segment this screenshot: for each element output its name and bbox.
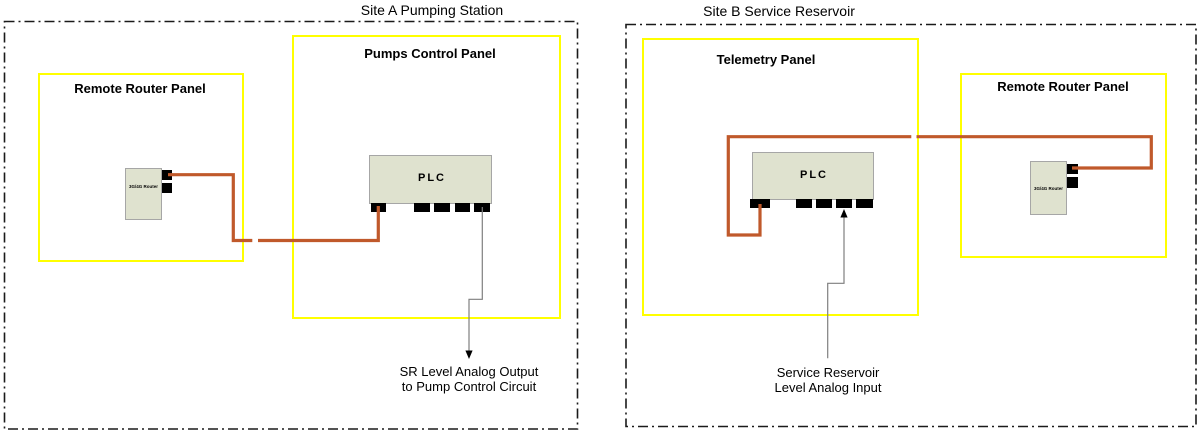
site-a-router-port-2: [161, 182, 172, 193]
site-b-router-panel-title: Remote Router Panel: [997, 79, 1129, 94]
site-b-plc-port-2: [795, 198, 812, 208]
site-a-pumps-panel-title: Pumps Control Panel: [364, 46, 496, 61]
site-a-plc-port-3: [434, 202, 450, 212]
site-b-plc-port-5: [856, 198, 873, 208]
site-b-router-port-1: [1066, 163, 1078, 174]
site-a-annotation: SR Level Analog Output to Pump Control C…: [399, 364, 539, 394]
site-a-plc-port-5: [474, 202, 490, 212]
site-a-plc-port-2: [414, 202, 430, 212]
site-b-title: Site B Service Reservoir: [703, 3, 855, 19]
site-a-router-panel-title: Remote Router Panel: [74, 81, 206, 96]
site-a-3g4g-router: [125, 168, 162, 220]
site-b-telemetry-panel-title: Telemetry Panel: [716, 52, 816, 67]
site-a-down-arrowhead-icon: [465, 350, 473, 359]
site-a-router-label: 3G/4G Router: [128, 184, 159, 189]
site-a-plc-port-4: [454, 202, 470, 212]
site-b-annotation-line2: Level Analog Input: [774, 379, 882, 395]
site-a-router-port-1: [161, 170, 172, 180]
site-b-plc-port-3: [815, 198, 832, 208]
site-a-plc-port-1: [370, 202, 386, 212]
site-b-plc-port-4: [835, 198, 852, 208]
site-b-annotation-line1: Service Reservoir: [776, 365, 880, 380]
site-a-title: Site A Pumping Station: [360, 2, 504, 18]
site-a-annotation-line2: to Pump Control Circuit: [401, 378, 537, 394]
site-b-router-label: 3G/4G Router: [1033, 185, 1064, 191]
site-b-router-port-2: [1066, 176, 1078, 188]
site-b-annotation: Service Reservoir Level Analog Input: [774, 365, 882, 395]
site-a-plc-label: PLC: [418, 172, 446, 184]
site-b-plc-label: PLC: [800, 169, 828, 181]
site-a-annotation-line1: SR Level Analog Output: [399, 364, 539, 379]
site-b-plc-port-1: [749, 198, 770, 208]
